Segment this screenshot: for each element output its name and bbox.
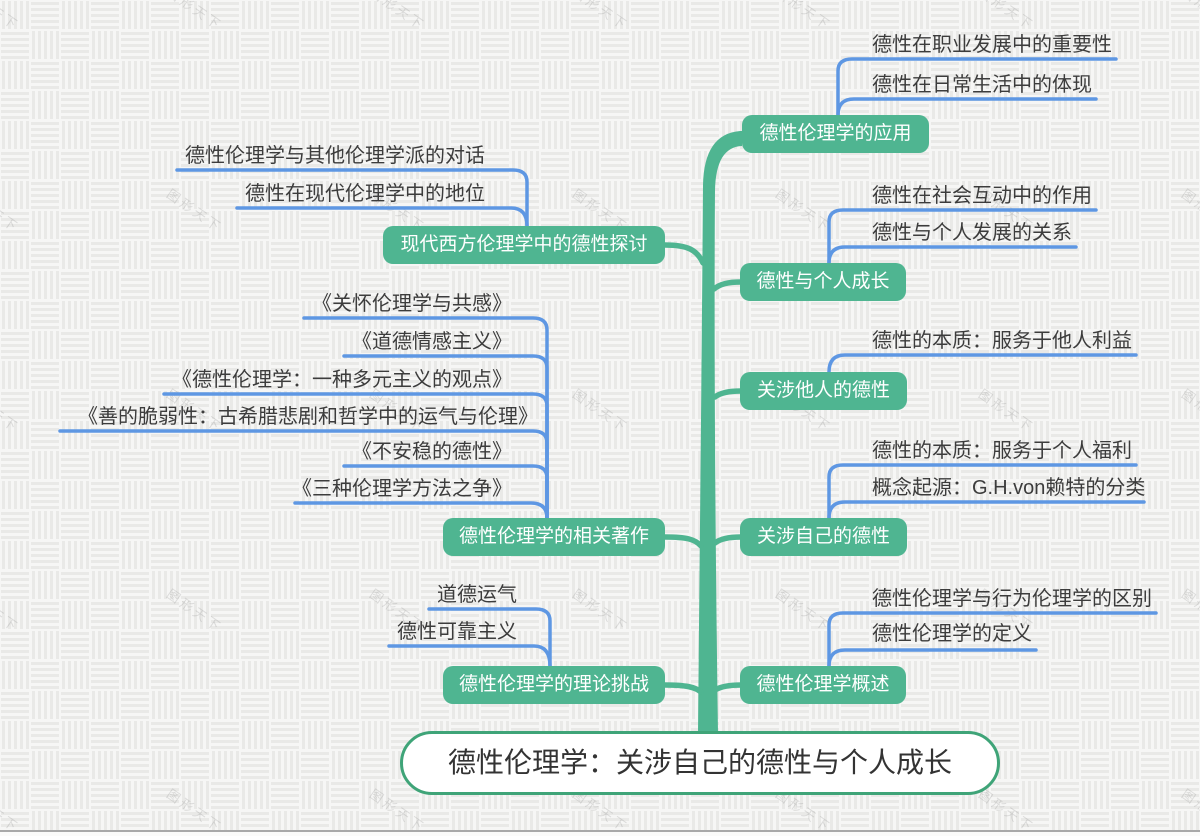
branch-line bbox=[427, 607, 552, 668]
leaf-topic[interactable]: 德性伦理学与行为伦理学的区别 bbox=[872, 588, 1152, 610]
node-self-regarding-virtue[interactable]: 关涉自己的德性 bbox=[740, 518, 907, 556]
branch-line bbox=[836, 97, 1098, 117]
branch-line bbox=[302, 316, 549, 520]
leaf-topic[interactable]: 《道德情感主义》 bbox=[352, 331, 512, 353]
leaf-topic[interactable]: 德性在社会互动中的作用 bbox=[872, 185, 1092, 207]
leaf-topic[interactable]: 德性可靠主义 bbox=[397, 621, 517, 643]
canvas-edge-pad bbox=[0, 832, 1200, 836]
leaf-topic[interactable]: 德性与个人发展的关系 bbox=[872, 222, 1072, 244]
branch-line bbox=[293, 501, 549, 520]
link-right-4 bbox=[712, 534, 744, 546]
branch-line bbox=[162, 392, 549, 520]
root-topic[interactable]: 德性伦理学：关涉自己的德性与个人成长 bbox=[400, 731, 1000, 795]
branch-line bbox=[235, 206, 529, 228]
link-left-1 bbox=[662, 242, 706, 266]
branch-line bbox=[827, 500, 1146, 520]
node-ethics-overview[interactable]: 德性伦理学概述 bbox=[740, 666, 906, 704]
node-others-regarding-virtue[interactable]: 关涉他人的德性 bbox=[740, 372, 907, 410]
branch-line bbox=[827, 648, 1038, 668]
link-left-2 bbox=[662, 534, 704, 549]
branch-line bbox=[342, 464, 549, 520]
leaf-topic[interactable]: 德性在日常生活中的体现 bbox=[872, 74, 1092, 96]
leaf-topic[interactable]: 德性伦理学的定义 bbox=[872, 623, 1032, 645]
branch-line bbox=[827, 463, 1138, 520]
link-left-3 bbox=[662, 682, 704, 695]
branch-line bbox=[58, 429, 549, 520]
leaf-topic[interactable]: 德性在职业发展中的重要性 bbox=[872, 34, 1112, 56]
link-right-3 bbox=[712, 388, 744, 400]
leaf-topic[interactable]: 道德运气 bbox=[437, 584, 517, 606]
leaf-topic[interactable]: 德性伦理学与其他伦理学派的对话 bbox=[185, 145, 485, 167]
node-modern-western-discussion[interactable]: 现代西方伦理学中的德性探讨 bbox=[383, 226, 665, 264]
branch-line bbox=[827, 353, 1138, 374]
leaf-topic[interactable]: 概念起源：G.H.von赖特的分类 bbox=[872, 477, 1146, 499]
leaf-topic[interactable]: 德性的本质：服务于他人利益 bbox=[872, 330, 1132, 352]
leaf-topic[interactable]: 德性在现代伦理学中的地位 bbox=[245, 183, 485, 205]
node-virtue-personal-growth[interactable]: 德性与个人成长 bbox=[740, 263, 906, 301]
leaf-topic[interactable]: 《德性伦理学：一种多元主义的观点》 bbox=[172, 369, 512, 391]
trunk-line bbox=[698, 131, 742, 733]
branch-line bbox=[836, 57, 1118, 117]
leaf-topic[interactable]: 《三种伦理学方法之争》 bbox=[292, 478, 512, 500]
node-ethics-application[interactable]: 德性伦理学的应用 bbox=[742, 115, 929, 153]
leaf-topic[interactable]: 《关怀伦理学与共感》 bbox=[312, 293, 512, 315]
branch-line bbox=[827, 208, 1098, 265]
leaf-topic[interactable]: 德性的本质：服务于个人福利 bbox=[872, 440, 1132, 462]
leaf-topic[interactable]: 《不安稳的德性》 bbox=[352, 441, 512, 463]
branch-line bbox=[827, 611, 1158, 668]
leaf-topic[interactable]: 《善的脆弱性：古希腊悲剧和哲学中的运气与伦理》 bbox=[78, 406, 538, 428]
node-theoretical-challenges[interactable]: 德性伦理学的理论挑战 bbox=[443, 666, 665, 704]
branch-line bbox=[387, 644, 552, 668]
link-right-2 bbox=[711, 279, 744, 292]
canvas-edge-line bbox=[0, 830, 1200, 832]
node-related-works[interactable]: 德性伦理学的相关著作 bbox=[443, 518, 665, 556]
branch-line bbox=[175, 168, 529, 228]
branch-line bbox=[827, 245, 1078, 265]
link-right-5 bbox=[712, 682, 744, 693]
branch-line bbox=[342, 354, 549, 520]
